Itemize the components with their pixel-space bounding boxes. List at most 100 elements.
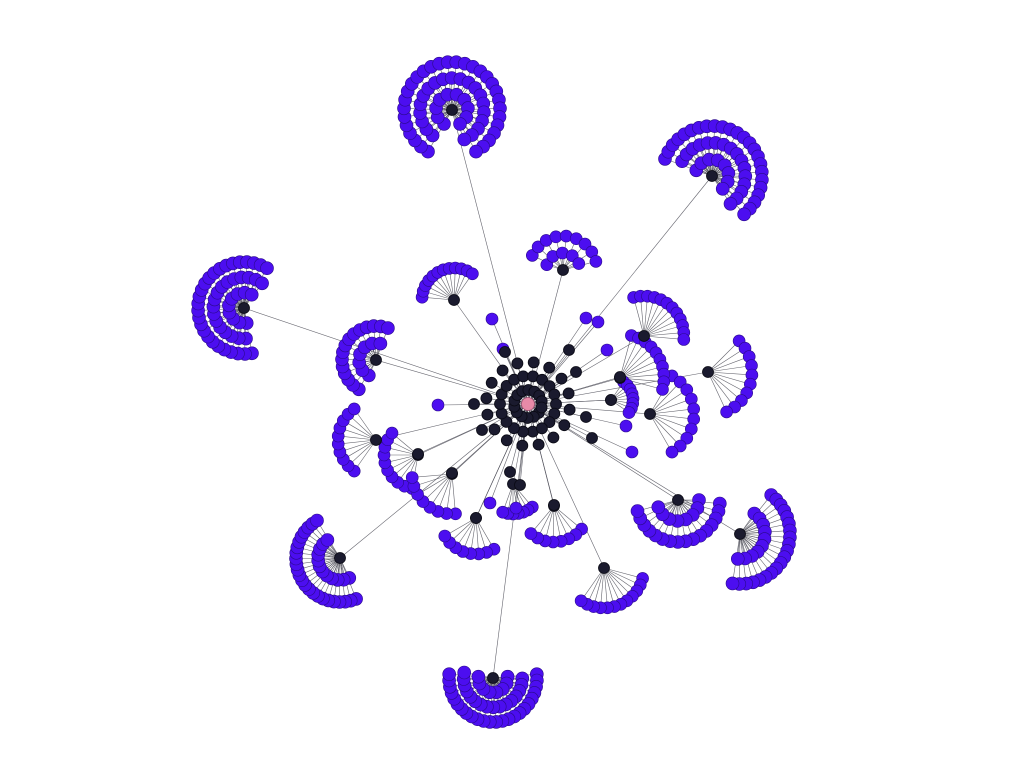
hub-node xyxy=(557,264,569,276)
root-to-hub-edge xyxy=(527,403,570,411)
leaf-node xyxy=(310,513,324,528)
hub-to-leaf-edge xyxy=(451,473,456,514)
hub-node xyxy=(586,432,598,444)
hub-to-leaf-edge xyxy=(711,127,723,177)
hub-to-leaf-edge xyxy=(707,365,752,373)
hub-to-leaf-edge xyxy=(643,307,673,337)
leaf-node xyxy=(579,311,593,325)
leaf-node xyxy=(619,419,633,433)
leaf-node xyxy=(630,504,645,518)
hub-to-leaf-edge xyxy=(461,677,494,710)
hub-node xyxy=(500,434,513,447)
hub-to-leaf-edge xyxy=(416,76,453,111)
leaf-node xyxy=(471,669,486,684)
hub-node xyxy=(536,422,548,435)
hub-to-leaf-edge xyxy=(668,151,713,177)
root-node xyxy=(521,397,535,411)
hub-to-leaf-edge xyxy=(649,408,694,415)
hub-to-leaf-edge xyxy=(406,109,453,126)
hub-node xyxy=(488,423,501,436)
leaf-node xyxy=(485,312,499,326)
hub-node xyxy=(702,366,714,378)
hub-to-leaf-edge xyxy=(677,138,713,177)
hub-to-leaf-edge xyxy=(198,307,245,311)
leaf-node xyxy=(373,336,388,351)
hub-to-leaf-edge xyxy=(707,340,740,373)
hub-to-leaf-edge xyxy=(405,99,453,111)
hub-to-leaf-edge xyxy=(492,677,537,688)
hub-to-leaf-edge xyxy=(711,137,745,177)
hub-to-leaf-edge xyxy=(203,307,245,331)
hub-to-leaf-edge xyxy=(711,171,762,177)
hub-to-leaf-edge xyxy=(672,144,713,177)
hub-to-leaf-edge xyxy=(492,677,520,714)
hub-to-leaf-edge xyxy=(603,567,641,586)
hub-to-leaf-edge xyxy=(457,677,494,705)
hub-to-leaf-edge xyxy=(423,71,453,111)
hub-to-leaf-edge xyxy=(649,413,673,453)
hub-node xyxy=(517,370,530,383)
hub-node xyxy=(672,494,684,506)
hub-node xyxy=(448,294,460,306)
hub-to-leaf-edge xyxy=(454,677,494,699)
leaf-node xyxy=(591,315,605,329)
leaf-node xyxy=(385,426,399,440)
hub-node xyxy=(370,434,382,446)
leaf-node xyxy=(405,471,419,484)
hub-node xyxy=(535,401,548,414)
hub-node xyxy=(562,387,575,400)
leaf-node xyxy=(483,496,497,510)
hub-to-leaf-edge xyxy=(212,307,245,342)
hub-to-leaf-edge xyxy=(339,439,377,453)
hub-to-leaf-edge xyxy=(451,62,457,111)
leaf-node xyxy=(457,665,472,680)
leaf-node xyxy=(715,182,730,196)
hub-to-leaf-edge xyxy=(492,677,535,694)
hub-to-leaf-edge xyxy=(451,66,474,111)
hub-to-leaf-edge xyxy=(643,332,684,337)
leaf-node xyxy=(723,197,738,211)
hub-to-leaf-edge xyxy=(684,134,713,177)
hub-node xyxy=(485,376,498,389)
leaf-node xyxy=(457,132,472,147)
hub-to-leaf-edge xyxy=(492,673,537,679)
hub-to-leaf-edge xyxy=(711,126,715,177)
hub-to-leaf-edge xyxy=(643,312,677,337)
hub-to-leaf-edge xyxy=(489,677,494,722)
leaf-node xyxy=(665,445,679,459)
hub-to-leaf-edge xyxy=(427,109,453,152)
hub-node xyxy=(495,407,508,420)
leaf-node xyxy=(466,267,479,281)
hub-to-leaf-edge xyxy=(243,265,261,309)
hub-to-leaf-edge xyxy=(449,677,494,688)
hub-node xyxy=(480,392,493,405)
hub-to-leaf-edge xyxy=(649,389,687,415)
hub-to-leaf-edge xyxy=(711,175,755,203)
hub-to-leaf-edge xyxy=(664,158,713,177)
hub-to-leaf-edge xyxy=(471,677,494,717)
root-to-hub-edge xyxy=(502,370,529,405)
hub-node xyxy=(563,403,576,416)
hub-to-leaf-edge xyxy=(492,677,537,681)
hub-to-leaf-edge xyxy=(451,83,493,111)
hub-node xyxy=(504,466,516,478)
hub-to-leaf-edge xyxy=(339,427,377,441)
root-to-hub-edge xyxy=(475,403,529,519)
hub-to-leaf-edge xyxy=(338,435,377,441)
hub-to-leaf-edge xyxy=(198,307,245,318)
hub-to-leaf-edge xyxy=(603,567,622,605)
leaf-node xyxy=(524,527,538,540)
hub-to-leaf-edge xyxy=(201,289,245,309)
hub-node xyxy=(644,408,656,420)
hub-to-leaf-edge xyxy=(643,299,662,337)
hub-to-leaf-edge xyxy=(343,420,377,441)
hub-to-leaf-edge xyxy=(338,439,377,445)
hub-to-leaf-edge xyxy=(451,109,500,118)
hub-to-leaf-edge xyxy=(711,156,759,177)
hub-to-leaf-edge xyxy=(451,99,499,111)
hub-to-leaf-edge xyxy=(198,303,245,309)
hub-to-leaf-edge xyxy=(239,262,245,309)
hub-to-leaf-edge xyxy=(707,371,735,408)
hub-node xyxy=(494,397,506,410)
hub-to-leaf-edge xyxy=(640,296,645,337)
